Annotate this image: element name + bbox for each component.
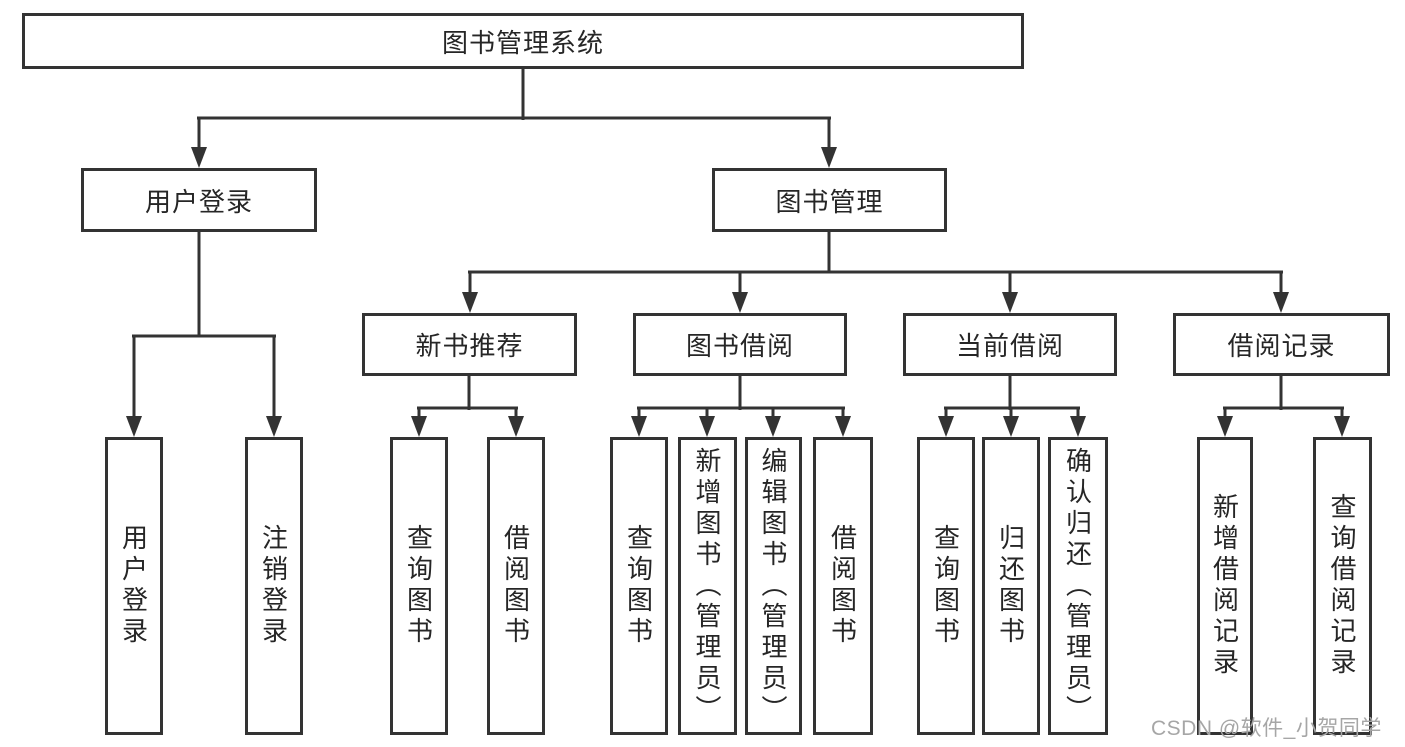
leaf-label: 确认归还（管理员） bbox=[1062, 446, 1093, 726]
edge-newbook-to-leaves bbox=[411, 376, 524, 437]
arrow-down-icon bbox=[1217, 416, 1233, 437]
node-label: 图书管理系统 bbox=[441, 27, 604, 58]
csdn-watermark: CSDN @软件_小贺同学 bbox=[1151, 717, 1382, 740]
arrow-down-icon bbox=[732, 292, 748, 313]
node-label: 用户登录 bbox=[144, 186, 253, 217]
node-label: 当前借阅 bbox=[955, 331, 1064, 361]
leaf-label: 借阅图书 bbox=[827, 524, 858, 648]
arrow-down-icon bbox=[1334, 416, 1350, 437]
arrow-down-icon bbox=[1070, 416, 1086, 437]
leaf-current-query-books: 查询图书 bbox=[917, 437, 975, 735]
node-label: 图书管理 bbox=[775, 186, 884, 217]
node-label: 新书推荐 bbox=[415, 331, 524, 361]
leaf-current-confirm-return-admin: 确认归还（管理员） bbox=[1048, 437, 1108, 735]
edge-curborrow-to-leaves bbox=[938, 376, 1086, 437]
arrow-down-icon bbox=[191, 147, 207, 168]
arrow-down-icon bbox=[266, 416, 282, 437]
leaf-label: 新增借阅记录 bbox=[1209, 493, 1240, 679]
leaf-logout: 注销登录 bbox=[245, 437, 303, 735]
leaf-label: 查询图书 bbox=[623, 524, 654, 648]
node-new-book-recommend: 新书推荐 bbox=[362, 313, 577, 376]
node-current-borrow: 当前借阅 bbox=[903, 313, 1117, 376]
leaf-borrow-edit-books-admin: 编辑图书（管理员） bbox=[745, 437, 802, 735]
edge-userlogin-to-leaves bbox=[126, 232, 282, 437]
leaf-user-login: 用户登录 bbox=[105, 437, 163, 735]
leaf-label: 注销登录 bbox=[258, 524, 289, 648]
leaf-label: 查询图书 bbox=[403, 524, 434, 648]
arrow-down-icon bbox=[835, 416, 851, 437]
leaf-newbook-borrow-books: 借阅图书 bbox=[487, 437, 545, 735]
arrow-down-icon bbox=[508, 416, 524, 437]
node-borrow-records: 借阅记录 bbox=[1173, 313, 1390, 376]
leaf-current-return-books: 归还图书 bbox=[982, 437, 1040, 735]
leaf-label: 用户登录 bbox=[118, 524, 149, 648]
leaf-borrow-query-books: 查询图书 bbox=[610, 437, 668, 735]
arrow-down-icon bbox=[411, 416, 427, 437]
leaf-newbook-query-books: 查询图书 bbox=[390, 437, 448, 735]
leaf-label: 编辑图书（管理员） bbox=[758, 446, 788, 726]
edge-borrowrec-to-leaves bbox=[1217, 376, 1350, 437]
arrow-down-icon bbox=[1002, 292, 1018, 313]
arrow-down-icon bbox=[699, 416, 715, 437]
leaf-label: 查询借阅记录 bbox=[1327, 493, 1357, 679]
node-root-system: 图书管理系统 bbox=[22, 13, 1024, 69]
arrow-down-icon bbox=[462, 292, 478, 313]
arrow-down-icon bbox=[938, 416, 954, 437]
node-user-login: 用户登录 bbox=[81, 168, 317, 232]
leaf-records-query-record: 查询借阅记录 bbox=[1313, 437, 1372, 735]
node-book-borrow: 图书借阅 bbox=[633, 313, 847, 376]
arrow-down-icon bbox=[821, 147, 837, 168]
node-label: 图书借阅 bbox=[685, 331, 794, 361]
leaf-label: 新增图书（管理员） bbox=[692, 446, 722, 726]
edge-bookmgmt-to-level3 bbox=[462, 232, 1289, 313]
node-label: 借阅记录 bbox=[1227, 331, 1336, 361]
arrow-down-icon bbox=[631, 416, 647, 437]
arrow-down-icon bbox=[1273, 292, 1289, 313]
leaf-label: 归还图书 bbox=[995, 524, 1026, 648]
leaf-borrow-add-books-admin: 新增图书（管理员） bbox=[678, 437, 737, 735]
leaf-label: 借阅图书 bbox=[500, 524, 531, 648]
leaf-records-add-record: 新增借阅记录 bbox=[1197, 437, 1253, 735]
edge-root-to-level2 bbox=[191, 69, 837, 168]
node-book-management: 图书管理 bbox=[712, 168, 947, 232]
arrow-down-icon bbox=[1003, 416, 1019, 437]
arrow-down-icon bbox=[126, 416, 142, 437]
leaf-label: 查询图书 bbox=[930, 524, 961, 648]
edge-bookborrow-to-leaves bbox=[631, 376, 851, 437]
leaf-borrow-borrow-books: 借阅图书 bbox=[813, 437, 873, 735]
arrow-down-icon bbox=[765, 416, 781, 437]
